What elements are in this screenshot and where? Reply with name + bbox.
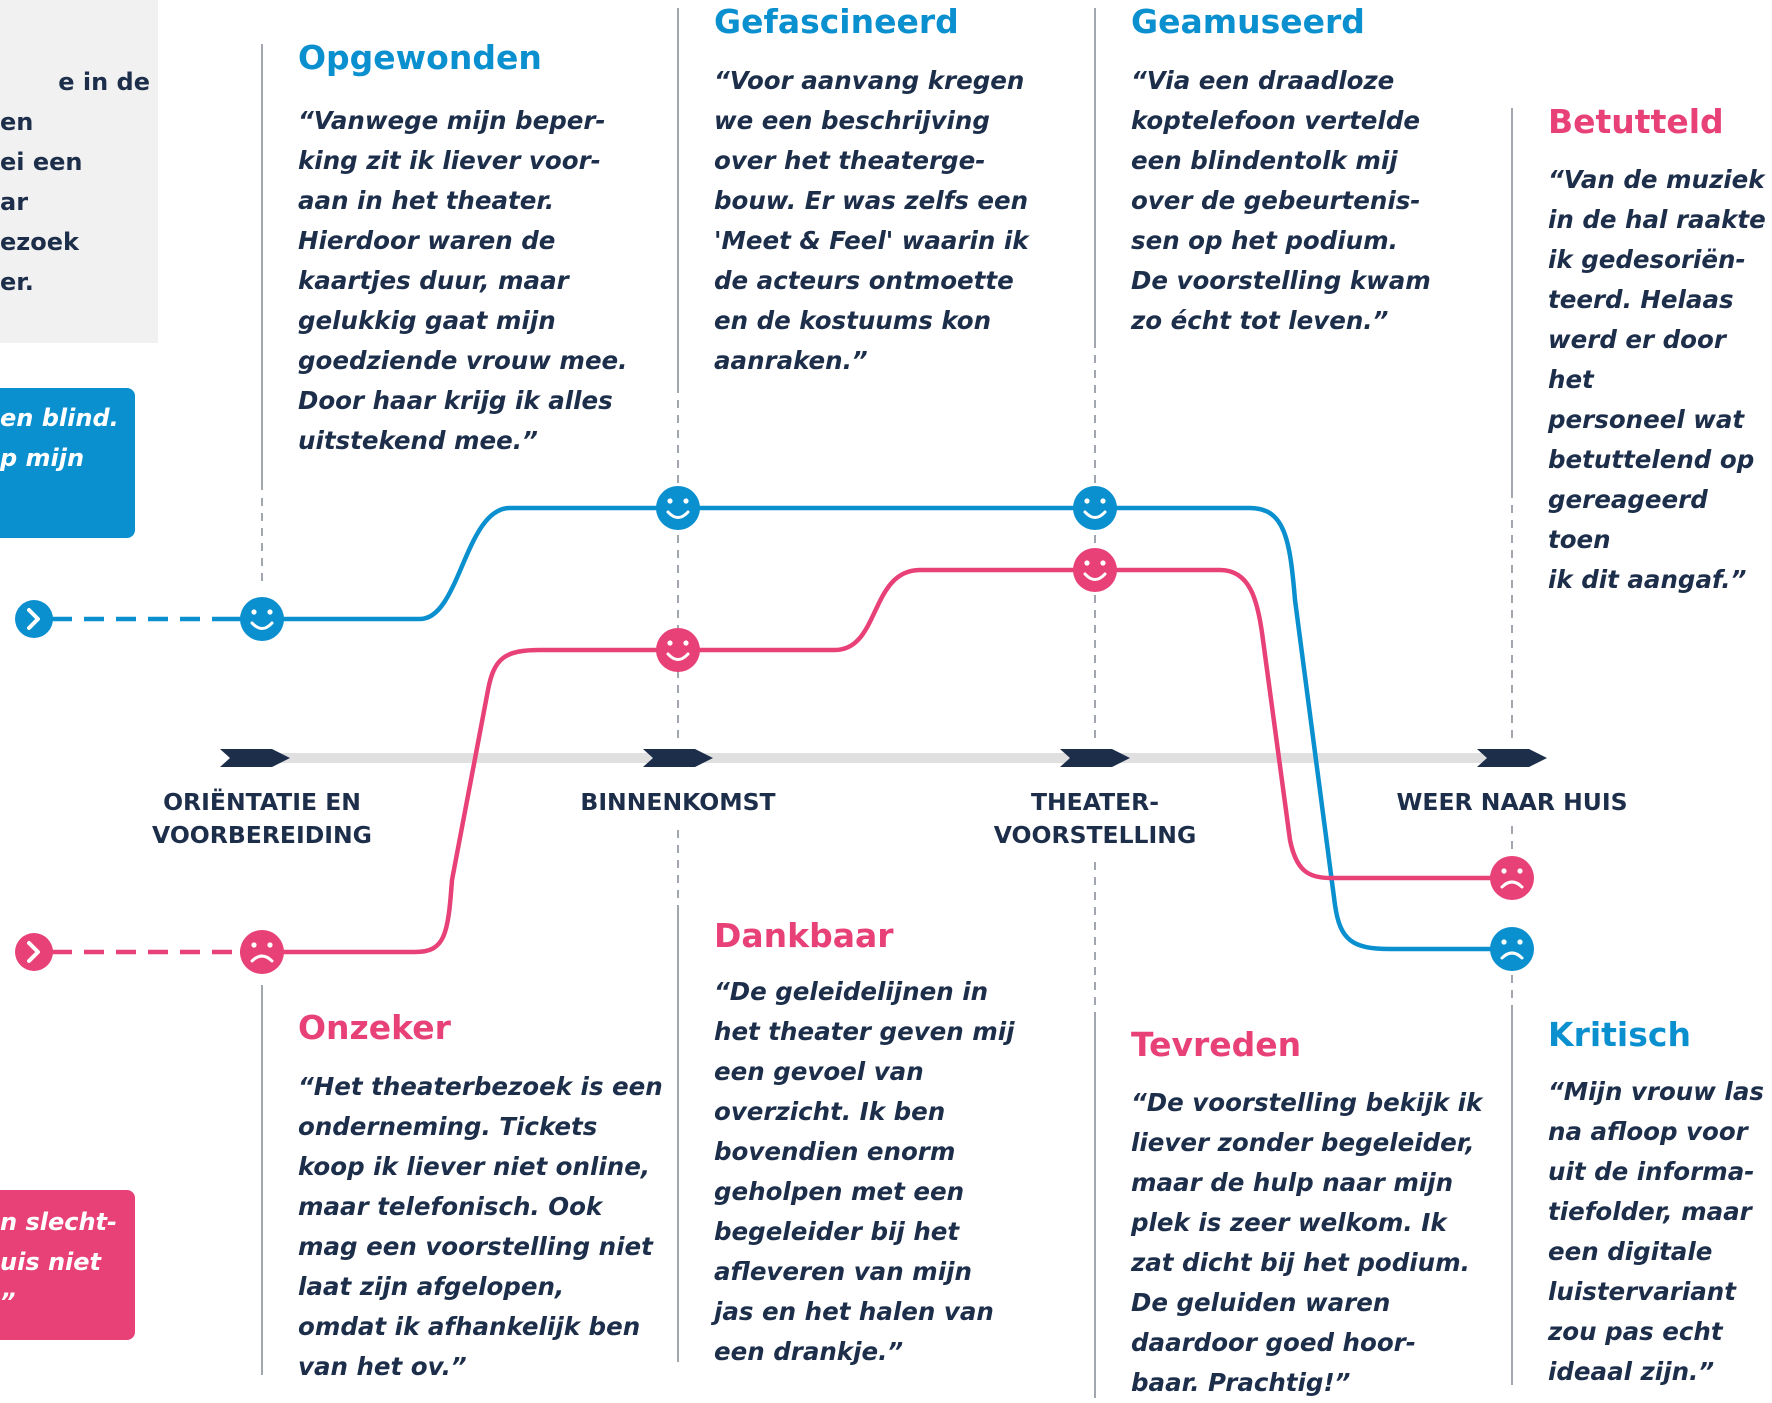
stage-label: THEATER- VOORSTELLING [993, 788, 1197, 849]
moment-title: Opgewonden [298, 38, 542, 77]
moment-quote: “Van de muziek in de hal raakte ik gedes… [1548, 165, 1766, 594]
pink-persona-line: ” [0, 1288, 16, 1316]
blue-persona-line: en blind. [0, 404, 119, 432]
moment-title: Gefascineerd [714, 2, 959, 41]
pink-happy-icon [1073, 548, 1117, 592]
moment-quote: “De geleidelijnen in het theater geven m… [714, 977, 1015, 1366]
moment-title: Kritisch [1548, 1015, 1691, 1054]
blue-journey-line [212, 505, 1500, 952]
profile-line: en [0, 108, 34, 136]
profile-line: ei een [0, 148, 83, 176]
pink-journey-line [240, 567, 1500, 955]
moment-title: Geamuseerd [1131, 2, 1365, 41]
stage-chevron-icon [1477, 749, 1547, 767]
moment-quote: “Mijn vrouw las na afloop voor uit de in… [1548, 1077, 1764, 1386]
profile-line: ar [0, 188, 29, 216]
profile-text: e in de en ei een ar ezoek er. [0, 62, 150, 302]
moment-title: Tevreden [1131, 1025, 1302, 1064]
stage-chevron-icon [220, 749, 290, 767]
blue-sad-icon [1490, 927, 1534, 971]
blue-happy-icon [1073, 486, 1117, 530]
pink-sad-icon [1490, 856, 1534, 900]
profile-line: er. [0, 268, 34, 296]
pink-sad-icon [240, 930, 284, 974]
stage-label: ORIËNTATIE EN VOORBEREIDING [152, 788, 372, 849]
stage-label: BINNENKOMST [580, 788, 776, 816]
moment-title: Dankbaar [714, 916, 894, 955]
pink-persona-text: n slecht- uis niet ” [0, 1202, 130, 1322]
stage-chevron-icon [1060, 749, 1130, 767]
moment-quote: “Vanwege mijn beper- king zit ik liever … [298, 106, 628, 455]
pink-persona-card [0, 1190, 135, 1340]
pink-persona-line: n slecht- [0, 1208, 117, 1236]
pink-start-marker [15, 933, 53, 971]
moment-quote: “De voorstelling bekijk ik liever zonder… [1131, 1088, 1483, 1397]
profile-line: ezoek [0, 228, 79, 256]
blue-persona-line: p mijn [0, 444, 85, 472]
blue-persona-text: en blind. p mijn [0, 398, 130, 478]
blue-persona-card [0, 388, 135, 538]
moment-title: Betutteld [1548, 102, 1724, 141]
blue-happy-icon [656, 486, 700, 530]
pink-persona-line: uis niet [0, 1248, 102, 1276]
moment-quote: “Voor aanvang kregen we een beschrijving… [714, 66, 1029, 375]
moment-title: Onzeker [298, 1008, 451, 1047]
profile-panel [0, 0, 158, 343]
moment-quote: “Via een draadloze koptelefoon vertelde … [1131, 66, 1431, 335]
blue-happy-icon [240, 597, 284, 641]
stage-label: WEER NAAR HUIS [1396, 788, 1628, 816]
pink-happy-icon [656, 628, 700, 672]
moment-quote: “Het theaterbezoek is een onderneming. T… [298, 1072, 663, 1381]
stage-chevron-icon [643, 749, 713, 767]
blue-start-marker [15, 600, 53, 638]
profile-line: e in de [58, 68, 150, 96]
